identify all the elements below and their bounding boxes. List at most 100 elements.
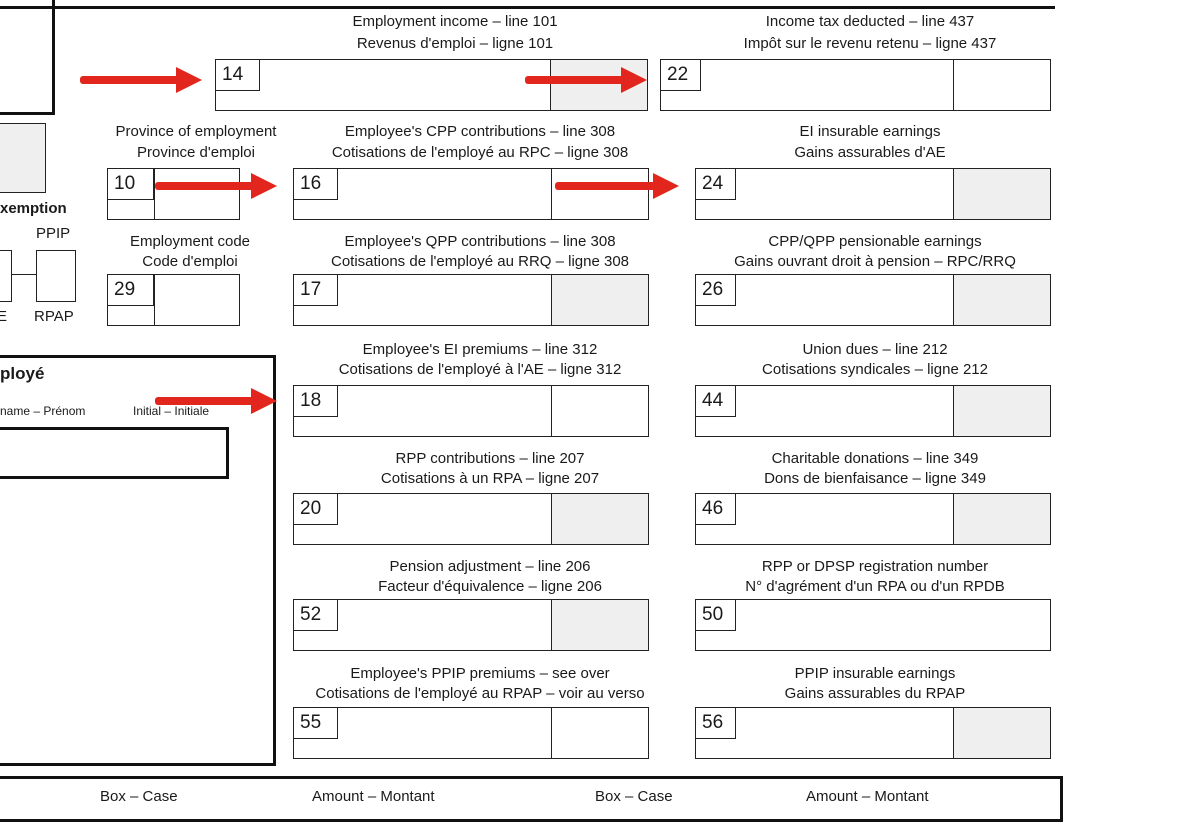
- box-number-18: 18: [294, 386, 338, 417]
- arrow-head: [251, 388, 277, 414]
- field-20-label-en: RPP contributions – line 207: [395, 450, 585, 467]
- field-14-input[interactable]: 14: [215, 59, 648, 111]
- field-10-label-en: Province of employment: [115, 123, 277, 140]
- field-52-shaded-cell: [551, 600, 648, 650]
- field-10-input[interactable]: 10: [107, 168, 240, 220]
- field-56-input[interactable]: 56: [695, 707, 1051, 759]
- arrow-head: [653, 173, 679, 199]
- field-16-label-fr: Cotisations de l'employé au RPC – ligne …: [331, 144, 629, 161]
- field-17-label-fr: Cotisations de l'employé au RRQ – ligne …: [330, 253, 630, 270]
- field-52-label-fr: Facteur d'équivalence – ligne 206: [378, 578, 602, 595]
- field-18-label-en: Employee's EI premiums – line 312: [362, 341, 598, 358]
- employee-info-panel: [0, 355, 276, 766]
- field-16-cents-cell: [551, 169, 648, 219]
- box-number-55: 55: [294, 708, 338, 739]
- field-16-label-en: Employee's CPP contributions – line 308: [344, 123, 616, 140]
- box-number-26: 26: [696, 275, 736, 306]
- arrow-head: [251, 173, 277, 199]
- box-number-46: 46: [696, 494, 736, 525]
- field-29-input[interactable]: 29: [107, 274, 240, 326]
- field-44-shaded-cell: [953, 386, 1050, 436]
- arrow-shaft: [555, 182, 657, 190]
- box-number-29: 29: [108, 275, 154, 306]
- box-number-52: 52: [294, 600, 338, 631]
- field-20-input[interactable]: 20: [293, 493, 649, 545]
- field-24-shaded-cell: [953, 169, 1050, 219]
- field-18-cents-cell: [551, 386, 648, 436]
- checkbox-connector: [12, 274, 36, 275]
- employee-name-input[interactable]: [0, 427, 229, 479]
- arrow-shaft: [80, 76, 180, 84]
- field-26-label-en: CPP/QPP pensionable earnings: [768, 233, 982, 250]
- footer-box-case-2: Box – Case: [595, 788, 673, 805]
- field-10-label-fr: Province d'emploi: [137, 144, 255, 161]
- field-46-shaded-cell: [953, 494, 1050, 544]
- arrow-shaft: [525, 76, 625, 84]
- field-26-label-fr: Gains ouvrant droit à pension – RPC/RRQ: [734, 253, 1016, 270]
- top-border: [0, 0, 1055, 9]
- box-number-14: 14: [216, 60, 260, 91]
- footer-box-case-1: Box – Case: [100, 788, 178, 805]
- rpap-label: RPAP: [34, 308, 74, 325]
- box-number-24: 24: [696, 169, 736, 200]
- field-26-input[interactable]: 26: [695, 274, 1051, 326]
- left-top-box: [0, 0, 55, 115]
- exemption-checkbox-ppip[interactable]: [36, 250, 76, 302]
- field-10-divider: [154, 169, 155, 219]
- field-46-label-fr: Dons de bienfaisance – ligne 349: [764, 470, 986, 487]
- field-56-shaded-cell: [953, 708, 1050, 758]
- field-29-label-fr: Code d'emploi: [142, 253, 238, 270]
- field-24-label-en: EI insurable earnings: [799, 123, 941, 140]
- field-44-label-fr: Cotisations syndicales – ligne 212: [762, 361, 988, 378]
- field-20-shaded-cell: [551, 494, 648, 544]
- field-56-label-fr: Gains assurables du RPAP: [784, 685, 966, 702]
- field-55-cents-cell: [551, 708, 648, 758]
- field-52-input[interactable]: 52: [293, 599, 649, 651]
- field-50-label-en: RPP or DPSP registration number: [761, 558, 989, 575]
- exemption-checkbox-1[interactable]: [0, 250, 12, 302]
- field-14-label-en: Employment income – line 101: [352, 13, 558, 30]
- arrow-head: [176, 67, 202, 93]
- field-24-input[interactable]: 24: [695, 168, 1051, 220]
- arrow-shaft: [155, 397, 255, 405]
- box-number-50: 50: [696, 600, 736, 631]
- footer-amount-1: Amount – Montant: [312, 788, 435, 805]
- box-number-10: 10: [108, 169, 154, 200]
- field-44-input[interactable]: 44: [695, 385, 1051, 437]
- ppip-label: PPIP: [36, 225, 71, 242]
- field-50-label-fr: N° d'agrément d'un RPA ou d'un RPDB: [745, 578, 1005, 595]
- footer-amount-2: Amount – Montant: [806, 788, 929, 805]
- arrow-shaft: [155, 182, 255, 190]
- field-22-label-fr: Impôt sur le revenu retenu – ligne 437: [743, 35, 997, 52]
- arrow-head: [621, 67, 647, 93]
- employee-heading: ployé: [0, 364, 45, 383]
- exemption-label: xemption: [0, 200, 67, 217]
- field-26-shaded-cell: [953, 275, 1050, 325]
- field-16-input[interactable]: 16: [293, 168, 649, 220]
- field-55-input[interactable]: 55: [293, 707, 649, 759]
- field-46-label-en: Charitable donations – line 349: [771, 450, 979, 467]
- field-52-label-en: Pension adjustment – line 206: [389, 558, 591, 575]
- field-18-input[interactable]: 18: [293, 385, 649, 437]
- field-50-input[interactable]: 50: [695, 599, 1051, 651]
- firstname-label: name – Prénom: [0, 404, 86, 418]
- field-22-input[interactable]: 22: [660, 59, 1051, 111]
- field-17-shaded-cell: [551, 275, 648, 325]
- box-number-22: 22: [661, 60, 701, 91]
- field-56-label-en: PPIP insurable earnings: [794, 665, 956, 682]
- field-44-label-en: Union dues – line 212: [802, 341, 948, 358]
- box-number-20: 20: [294, 494, 338, 525]
- field-55-label-fr: Cotisations de l'employé au RPAP – voir …: [315, 685, 645, 702]
- field-18-label-fr: Cotisations de l'employé à l'AE – ligne …: [338, 361, 622, 378]
- box-number-44: 44: [696, 386, 736, 417]
- initial-label: Initial – Initiale: [133, 404, 210, 418]
- field-17-input[interactable]: 17: [293, 274, 649, 326]
- field-14-label-fr: Revenus d'emploi – ligne 101: [356, 35, 554, 52]
- box-number-16: 16: [294, 169, 338, 200]
- box-number-17: 17: [294, 275, 338, 306]
- field-29-divider: [154, 275, 155, 325]
- box-number-56: 56: [696, 708, 736, 739]
- field-17-label-en: Employee's QPP contributions – line 308: [344, 233, 616, 250]
- field-55-label-en: Employee's PPIP premiums – see over: [350, 665, 610, 682]
- field-46-input[interactable]: 46: [695, 493, 1051, 545]
